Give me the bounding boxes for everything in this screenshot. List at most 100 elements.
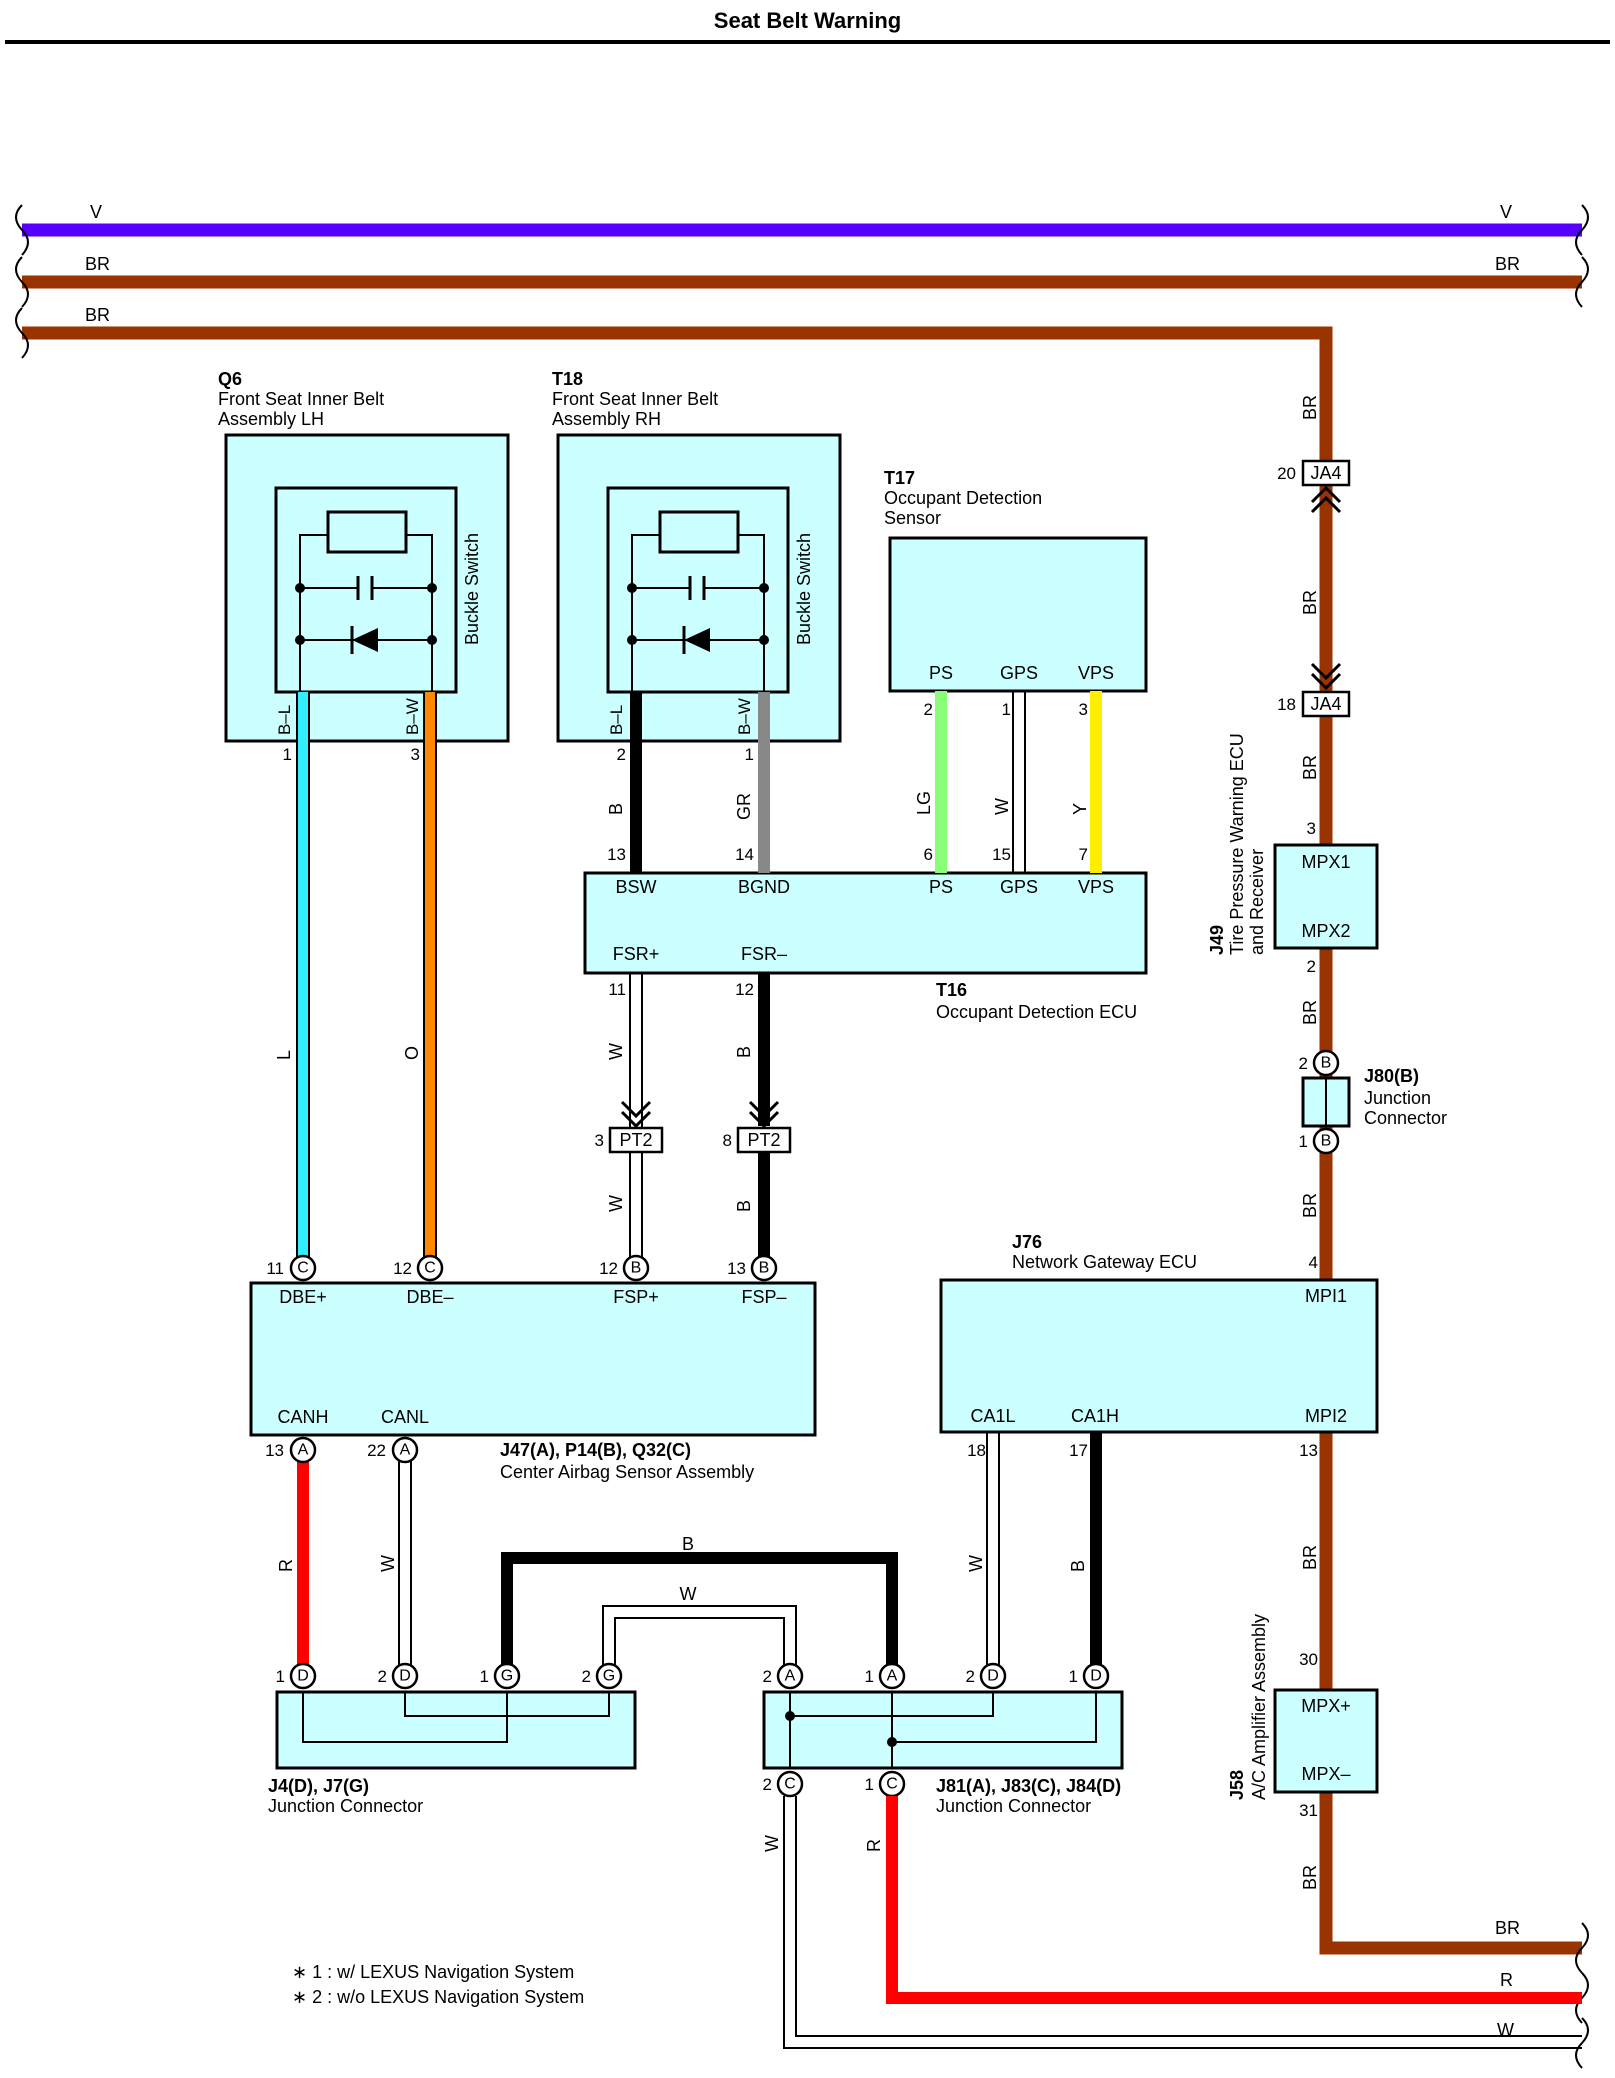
wire-label-w-canl: W	[378, 1555, 398, 1572]
wire-label-w-bottom: W	[762, 1835, 782, 1852]
j81-internal-lines	[785, 1692, 1097, 1768]
j76-box	[939, 1278, 1379, 1434]
pin-ja4-18: 18	[1277, 695, 1296, 714]
pin-t16-13: 13	[607, 845, 626, 864]
j4-pin-2g-letter: G	[603, 1668, 615, 1685]
t16-name: Occupant Detection ECU	[936, 1002, 1137, 1022]
t18-switch-circuit	[627, 510, 769, 692]
airbag-pin-12b-letter: B	[631, 1260, 642, 1277]
break-mark-left-2	[15, 256, 29, 308]
j80-pin-1-marker	[1312, 1127, 1340, 1155]
j4-pin-1g-letter: G	[501, 1668, 513, 1685]
t16-pin-bgnd: BGND	[738, 877, 790, 897]
pin-j76-17: 17	[1069, 1441, 1088, 1460]
t17-pin-vps: VPS	[1078, 663, 1114, 683]
chevron-ja4-down-a	[1310, 662, 1342, 681]
ja4-label-18: JA4	[1310, 694, 1341, 714]
j58-name: A/C Amplifier Assembly	[1249, 1614, 1269, 1800]
wire-label-lg: LG	[914, 791, 934, 815]
j4-code: J4(D), J7(G)	[268, 1776, 369, 1796]
j81-pin-2c-letter: C	[784, 1776, 796, 1793]
j49-pin-mpx1: MPX1	[1301, 852, 1350, 872]
t17-pin-ps: PS	[929, 663, 953, 683]
pin-j4-1d: 1	[276, 1667, 285, 1686]
airbag-pin-13a-marker	[289, 1436, 317, 1464]
wire-label-w-fsr: W	[606, 1043, 626, 1060]
j80-code: J80(B)	[1364, 1066, 1419, 1086]
break-mark-right-2	[1575, 256, 1589, 308]
t18-name1: Front Seat Inner Belt	[552, 389, 718, 409]
chevron-pt2-8b	[748, 1110, 780, 1129]
j49-code: J49	[1207, 925, 1227, 955]
bus-label-v-left: V	[90, 202, 102, 222]
pin-t17-3: 3	[1079, 700, 1088, 719]
wire-label-r-canh: R	[276, 1559, 296, 1572]
j76-code: J76	[1012, 1232, 1042, 1252]
airbag-pin-fsp-plus: FSP+	[613, 1287, 659, 1307]
t17-pin-gps: GPS	[1000, 663, 1038, 683]
note-1: ∗ 1 : w/ LEXUS Navigation System	[292, 1962, 574, 1982]
pin-t18-2: 2	[617, 745, 626, 764]
pin-airbag-22a: 22	[367, 1441, 386, 1460]
ja4-connector-18	[1301, 690, 1351, 718]
bus-label-r-bottom: R	[1500, 1970, 1513, 1990]
pin-q6-3: 3	[411, 745, 420, 764]
j81-pin-1d-letter: D	[1090, 1668, 1102, 1685]
j76-pin-ca1h: CA1H	[1071, 1406, 1119, 1426]
j76-pin-ca1l: CA1L	[970, 1406, 1015, 1426]
j58-pin-mpx-minus: MPX–	[1301, 1764, 1350, 1784]
wire-label-br-4: BR	[1300, 1000, 1320, 1025]
t16-pin-vps: VPS	[1078, 877, 1114, 897]
pin-j58-30: 30	[1299, 1650, 1318, 1669]
break-mark-left-3	[15, 307, 29, 359]
pin-j76-4: 4	[1309, 1253, 1318, 1272]
airbag-code: J47(A), P14(B), Q32(C)	[500, 1440, 691, 1460]
airbag-pin-canl: CANL	[381, 1407, 429, 1427]
wire-w-link-a	[602, 1605, 797, 1676]
j4-pin-1d-letter: D	[297, 1668, 309, 1685]
wire-w-bottom-b	[795, 1796, 1582, 2037]
break-mark-right-5	[1575, 2017, 1589, 2069]
pin-j80-1: 1	[1299, 1132, 1308, 1151]
bus-label-br-bottom: BR	[1495, 1918, 1520, 1938]
bus-label-br-right: BR	[1495, 254, 1520, 274]
wire-label-o: O	[402, 1046, 422, 1060]
t17-box	[888, 536, 1148, 693]
j81-box	[762, 1690, 1124, 1770]
j58-code: J58	[1227, 1770, 1247, 1800]
pin-pt2-3: 3	[595, 1131, 604, 1150]
break-mark-right-1	[1575, 204, 1589, 256]
wire-label-r-bottom: R	[864, 1839, 884, 1852]
pin-j58-31: 31	[1299, 1801, 1318, 1820]
airbag-pin-11-letter: C	[297, 1260, 309, 1277]
wire-label-br-1: BR	[1300, 395, 1320, 420]
j80-pin-2-letter: B	[1321, 1055, 1332, 1072]
wire-label-b-fsp: B	[734, 1200, 754, 1212]
ja4-connector-20	[1301, 459, 1351, 487]
t16-pin-gps: GPS	[1000, 877, 1038, 897]
wire-label-w-fsp: W	[606, 1195, 626, 1212]
pin-j4-2g: 2	[582, 1667, 591, 1686]
airbag-pin-22a-letter: A	[400, 1442, 411, 1459]
wire-label-br-2: BR	[1300, 590, 1320, 615]
pt2-label-3: PT2	[619, 1130, 652, 1150]
pin-j81-2a: 2	[763, 1667, 772, 1686]
pin-t16-14: 14	[735, 845, 754, 864]
j81-pin-1c-letter: C	[886, 1776, 898, 1793]
pin-j49-3: 3	[1307, 819, 1316, 838]
pin-airbag-12b: 12	[599, 1259, 618, 1278]
bus-label-v-right: V	[1500, 202, 1512, 222]
pin-t16-15: 15	[992, 845, 1011, 864]
page-title: Seat Belt Warning	[713, 8, 902, 33]
pin-j80-2: 2	[1299, 1054, 1308, 1073]
pin-t16-7: 7	[1079, 845, 1088, 864]
wire-label-y: Y	[1070, 803, 1090, 815]
pin-j76-18: 18	[967, 1441, 986, 1460]
bus-label-w-bottom: W	[1497, 2020, 1514, 2040]
j81-pin-2d-letter: D	[987, 1668, 999, 1685]
q6-pin-bw: B–W	[403, 698, 422, 735]
break-mark-left-1	[15, 204, 29, 256]
j76-pin-mpi1: MPI1	[1305, 1286, 1347, 1306]
wire-w-bottom-a	[783, 1796, 1582, 2049]
